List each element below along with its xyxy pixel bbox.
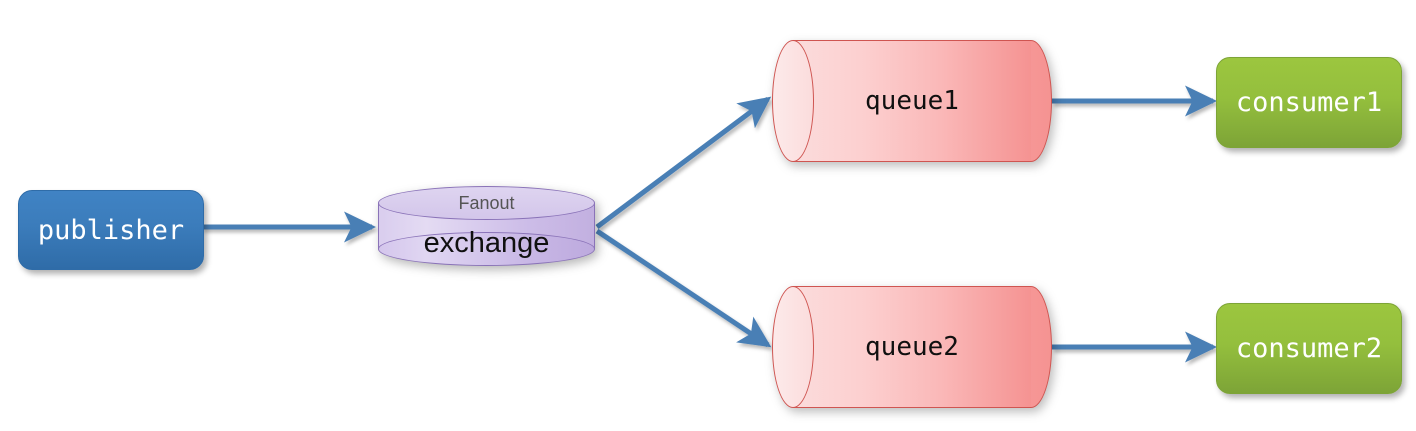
- queue2-cylinder-left-cap: [772, 286, 814, 408]
- node-publisher-label: publisher: [37, 214, 185, 246]
- exchange-cylinder-top: [378, 186, 595, 220]
- edge-exchange-to-queue1: [595, 96, 772, 230]
- queue1-cylinder-body: [793, 40, 1031, 162]
- node-consumer2[interactable]: consumer2: [1216, 303, 1402, 394]
- node-publisher[interactable]: publisher: [18, 190, 204, 270]
- node-exchange[interactable]: Fanout exchange: [378, 186, 595, 266]
- node-consumer1[interactable]: consumer1: [1216, 57, 1402, 148]
- edge-exchange-to-queue2: [595, 228, 772, 348]
- node-consumer2-label: consumer2: [1235, 333, 1383, 364]
- node-consumer1-label: consumer1: [1235, 87, 1383, 118]
- queue2-cylinder-body: [793, 286, 1031, 408]
- node-queue2[interactable]: queue2: [772, 286, 1052, 408]
- queue1-cylinder-left-cap: [772, 40, 814, 162]
- exchange-cylinder-bottom: [378, 232, 595, 266]
- node-queue1[interactable]: queue1: [772, 40, 1052, 162]
